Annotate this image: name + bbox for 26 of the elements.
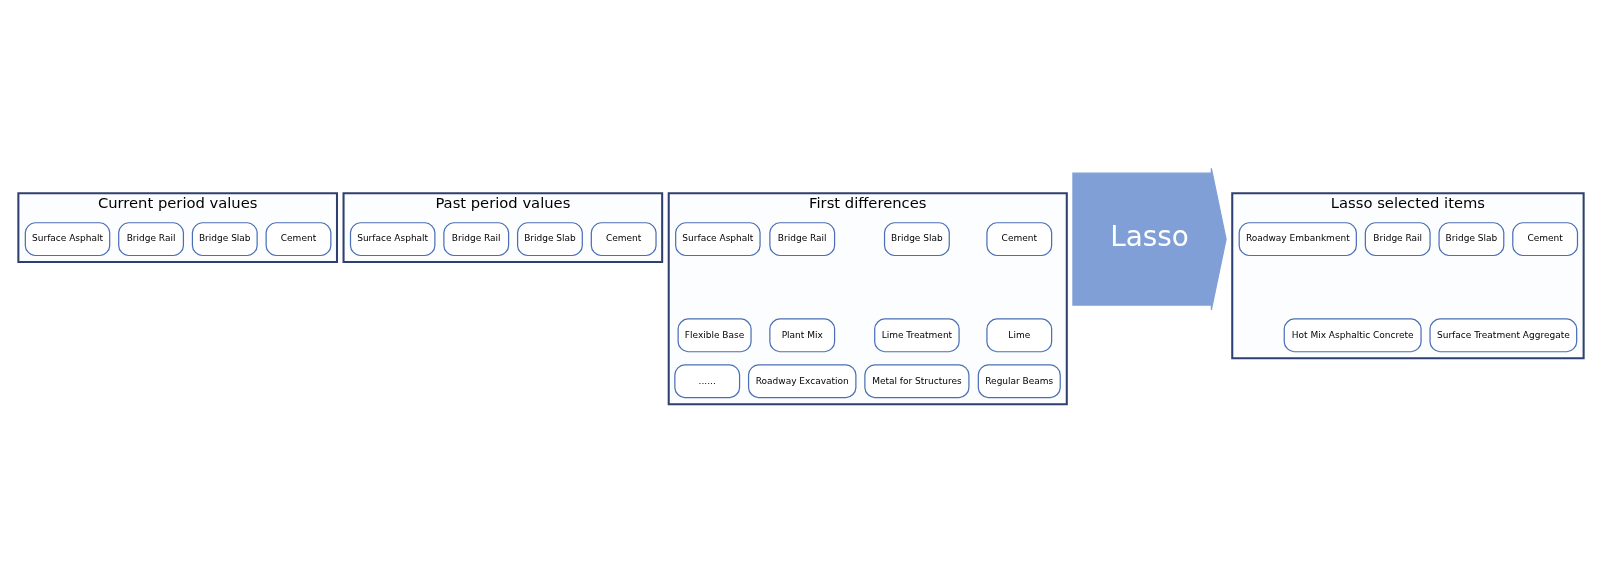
node-box: Cement bbox=[590, 221, 657, 256]
node-box: Cement bbox=[1512, 221, 1579, 256]
node-box: Bridge Rail bbox=[118, 221, 185, 256]
node-box: Bridge Slab bbox=[883, 221, 950, 256]
node-box: Bridge Slab bbox=[191, 221, 258, 256]
node-box: Surface Asphalt bbox=[24, 221, 111, 256]
node-box: Flexible Base bbox=[677, 317, 752, 352]
node-box: Lime bbox=[986, 317, 1053, 352]
node-box: Bridge Slab bbox=[1438, 221, 1505, 256]
node-box: Surface Asphalt bbox=[675, 221, 761, 256]
node-box: Hot Mix Asphaltic Concrete bbox=[1283, 317, 1422, 352]
node-box: Surface Asphalt bbox=[349, 221, 436, 256]
node-box: Bridge Rail bbox=[1364, 221, 1431, 256]
node-box: Bridge Rail bbox=[769, 221, 836, 256]
node-box: Regular Beams bbox=[977, 363, 1061, 398]
node-box: Cement bbox=[986, 221, 1053, 256]
node-box: Surface Treatment Aggregate bbox=[1429, 317, 1578, 352]
node-box: Roadway Embankment bbox=[1238, 221, 1357, 256]
node-box: Roadway Excavation bbox=[747, 363, 857, 398]
node-box: Bridge Rail bbox=[443, 221, 510, 256]
node-box: Lime Treatment bbox=[874, 317, 960, 352]
node-box: Plant Mix bbox=[769, 317, 836, 352]
node-box: Cement bbox=[265, 221, 332, 256]
node-box: Bridge Slab bbox=[517, 221, 583, 256]
node-box: ...... bbox=[674, 363, 741, 398]
node-box: Metal for Structures bbox=[864, 363, 970, 398]
